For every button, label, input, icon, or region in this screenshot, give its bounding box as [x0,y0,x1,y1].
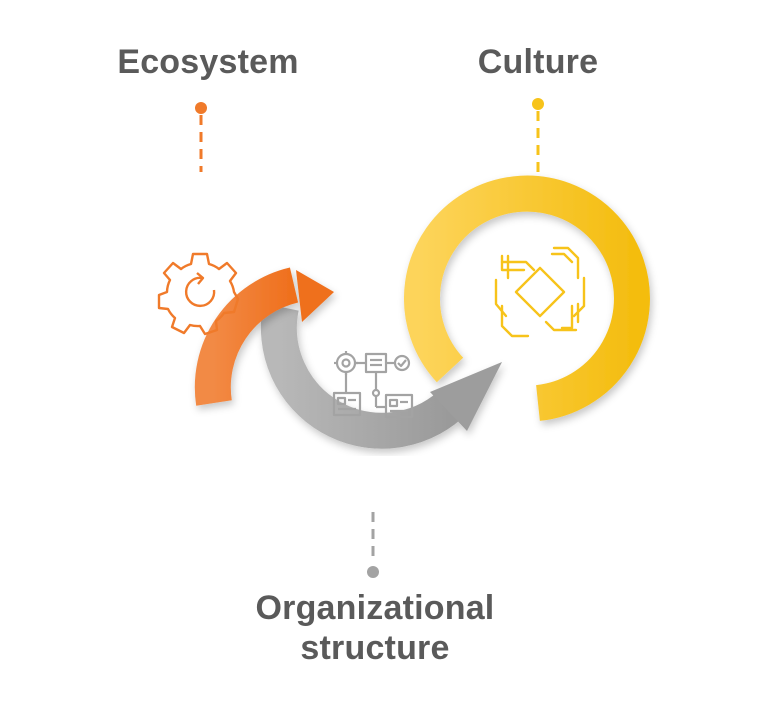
gear-cycle-icon [157,252,240,336]
culture-connector [532,98,544,172]
org-structure-label-line2: structure [300,629,450,667]
org-structure-label: Organizational structure [210,588,540,668]
joined-hands-icon [494,246,586,338]
org-structure-connector [367,512,379,578]
ecosystem-arrow [194,267,334,406]
culture-ring [403,175,650,421]
culture-label: Culture [477,43,599,81]
ecosystem-label: Ecosystem [117,43,299,81]
org-structure-arrow [260,303,502,449]
ecosystem-connector [195,102,207,172]
org-structure-label-line1: Organizational [255,589,495,627]
org-chart-icon [332,351,414,419]
